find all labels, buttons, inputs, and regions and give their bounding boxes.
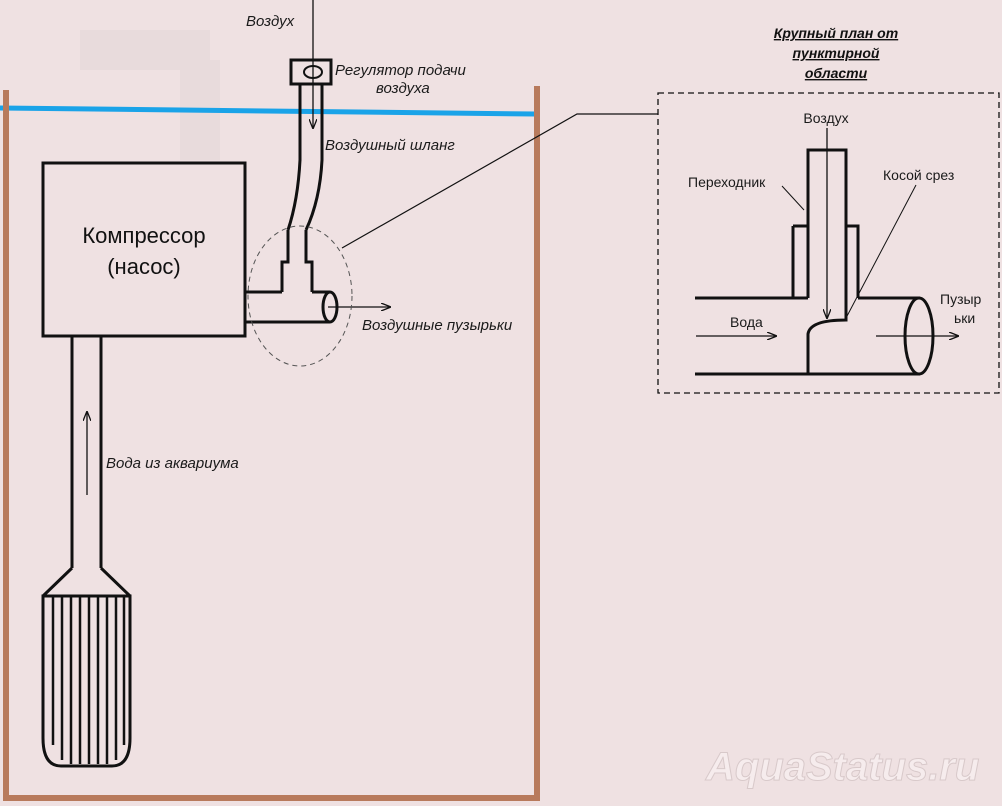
air-hose xyxy=(286,84,324,231)
water-from-tank-label: Вода из аквариума xyxy=(106,455,239,472)
closeup-bubbles-label-line2: ьки xyxy=(954,310,975,326)
closeup-water-label: Вода xyxy=(730,314,763,330)
closeup-panel xyxy=(657,92,1000,394)
closeup-title-line1: Крупный план от xyxy=(774,25,898,41)
water-surface-line xyxy=(0,105,536,117)
air-regulator xyxy=(289,58,333,86)
closeup-title-line3: области xyxy=(805,65,868,81)
bevel-pointer xyxy=(845,184,917,319)
closeup-bubbles-label-line1: Пузыр xyxy=(940,291,982,307)
highlight-dashed-ellipse xyxy=(247,225,353,367)
intake-strainer xyxy=(41,594,132,768)
compressor-label-line1: Компрессор xyxy=(82,223,205,248)
closeup-adapter-label: Переходник xyxy=(688,174,766,190)
regulator-label-line1: Регулятор подачи xyxy=(335,62,467,79)
strainer-slots xyxy=(51,597,126,764)
compressor-box xyxy=(41,161,247,338)
compressor-label-line2: (насос) xyxy=(107,254,181,279)
watermark: AquaStatus.ru xyxy=(705,745,979,789)
closeup-tee-fitting xyxy=(695,148,920,376)
closeup-bevel-label: Косой срез xyxy=(883,167,954,183)
outlet-pipe xyxy=(245,230,330,324)
closeup-connector-line xyxy=(341,113,658,249)
closeup-air-label: Воздух xyxy=(803,110,848,126)
adapter-pointer xyxy=(781,185,805,211)
intake-tube xyxy=(41,336,132,598)
air-top-label: Воздух xyxy=(246,13,295,30)
aquarium-tank-outline xyxy=(3,86,540,801)
closeup-title-line2: пунктирной xyxy=(792,45,879,61)
background-smudge xyxy=(80,30,220,160)
regulator-label-line2: воздуха xyxy=(376,80,430,97)
bubbles-label: Воздушные пузырьки xyxy=(362,317,513,334)
air-hose-label: Воздушный шланг xyxy=(325,137,455,154)
